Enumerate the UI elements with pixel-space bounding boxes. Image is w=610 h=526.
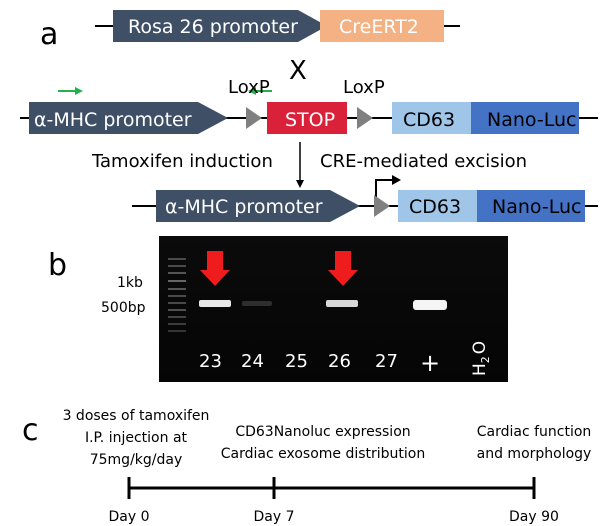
- cd63-label: CD63: [403, 109, 455, 131]
- lane-label-25: 25: [285, 351, 308, 372]
- loxp-right-label: LoxP: [343, 77, 385, 98]
- day0-label: Day 0: [108, 509, 149, 525]
- nanoluc-2-label: Nano-Luc: [492, 196, 581, 218]
- panel-a-label: a: [40, 17, 58, 52]
- construct-excised: α-MHC promoter CD63 Nano-Luc: [132, 190, 598, 222]
- band-lane-26: [326, 300, 358, 307]
- induction-arrow-icon: [296, 180, 304, 188]
- ladder-1kb-label: 1kb: [117, 275, 143, 291]
- expr-line-2: Cardiac exosome distribution: [221, 446, 426, 462]
- red-arrow-lane-26-icon: [328, 251, 358, 286]
- cross-symbol: X: [289, 56, 307, 86]
- loxp-left-icon: [246, 107, 262, 129]
- band-lane-23: [199, 300, 231, 307]
- nanoluc-2-box: [477, 190, 585, 222]
- creert2-label: CreERT2: [339, 16, 419, 38]
- mhc-promoter-arrow: [29, 102, 228, 134]
- tamoxifen-induction-label: Tamoxifen induction: [91, 151, 273, 172]
- lane-label-24: 24: [241, 351, 264, 372]
- lane-label-positive: +: [420, 349, 440, 377]
- dose-line-2: I.P. injection at: [85, 430, 188, 446]
- expr-line-1: CD63Nanoluc expression: [235, 424, 410, 440]
- band-positive-control: [413, 300, 447, 310]
- cd63-2-box: [398, 190, 477, 222]
- func-line-1: Cardiac function: [477, 424, 592, 440]
- primer-arrows: [58, 87, 272, 95]
- loxp-remaining-icon: [374, 195, 390, 217]
- panel-a: a Rosa 26 promoter CreERT2 X LoxP LoxP α…: [20, 10, 598, 222]
- svg-text:H2O: H2O: [470, 341, 492, 376]
- cre-excision-label: CRE-mediated excision: [320, 151, 527, 172]
- nanoluc-box: [471, 102, 579, 134]
- panel-c-label: c: [22, 413, 39, 448]
- rosa-promoter-arrow: [113, 10, 327, 42]
- stop-box: [267, 102, 347, 134]
- red-arrow-lane-23-icon: [200, 251, 230, 286]
- cd63-2-label: CD63: [409, 196, 461, 218]
- mhc-promoter-2-label: α-MHC promoter: [165, 196, 323, 218]
- mhc-promoter-label: α-MHC promoter: [34, 109, 192, 131]
- tss-arrow-icon: [392, 175, 401, 185]
- day7-label: Day 7: [253, 509, 294, 525]
- tss-arrow-line: [375, 179, 394, 200]
- mhc-promoter-2-arrow: [156, 190, 360, 222]
- construct-rosa-cre: Rosa 26 promoter CreERT2: [95, 10, 460, 42]
- rosa-promoter-label: Rosa 26 promoter: [128, 16, 298, 38]
- func-line-2: and morphology: [477, 446, 592, 462]
- stop-label: STOP: [285, 109, 335, 131]
- creert2-box: [320, 10, 444, 42]
- ladder-bands: [168, 258, 186, 332]
- lane-label-26: 26: [328, 351, 351, 372]
- dose-line-3: 75mg/kg/day: [90, 452, 183, 468]
- lane-label-27: 27: [375, 351, 398, 372]
- reverse-primer-icon: [248, 87, 256, 95]
- cd63-box: [392, 102, 471, 134]
- loxp-right-icon: [357, 107, 373, 129]
- dose-line-1: 3 doses of tamoxifen: [63, 408, 210, 424]
- panel-b: b 1kb 500bp 23 24 25 26 2: [48, 236, 508, 382]
- lane-label-23: 23: [199, 351, 222, 372]
- panel-b-label: b: [48, 248, 67, 283]
- panel-c: c 3 doses of tamoxifen I.P. injection at…: [22, 408, 591, 525]
- lane-label-water: H2O: [470, 341, 492, 376]
- nanoluc-label: Nano-Luc: [487, 109, 576, 131]
- day90-label: Day 90: [509, 509, 559, 525]
- forward-primer-icon: [75, 87, 83, 95]
- faint-band-lane-24: [242, 301, 272, 306]
- loxp-left-label: LoxP: [228, 77, 270, 98]
- construct-mhc-stop: α-MHC promoter STOP CD63 Nano-Luc: [20, 102, 598, 134]
- ladder-500bp-label: 500bp: [101, 300, 146, 316]
